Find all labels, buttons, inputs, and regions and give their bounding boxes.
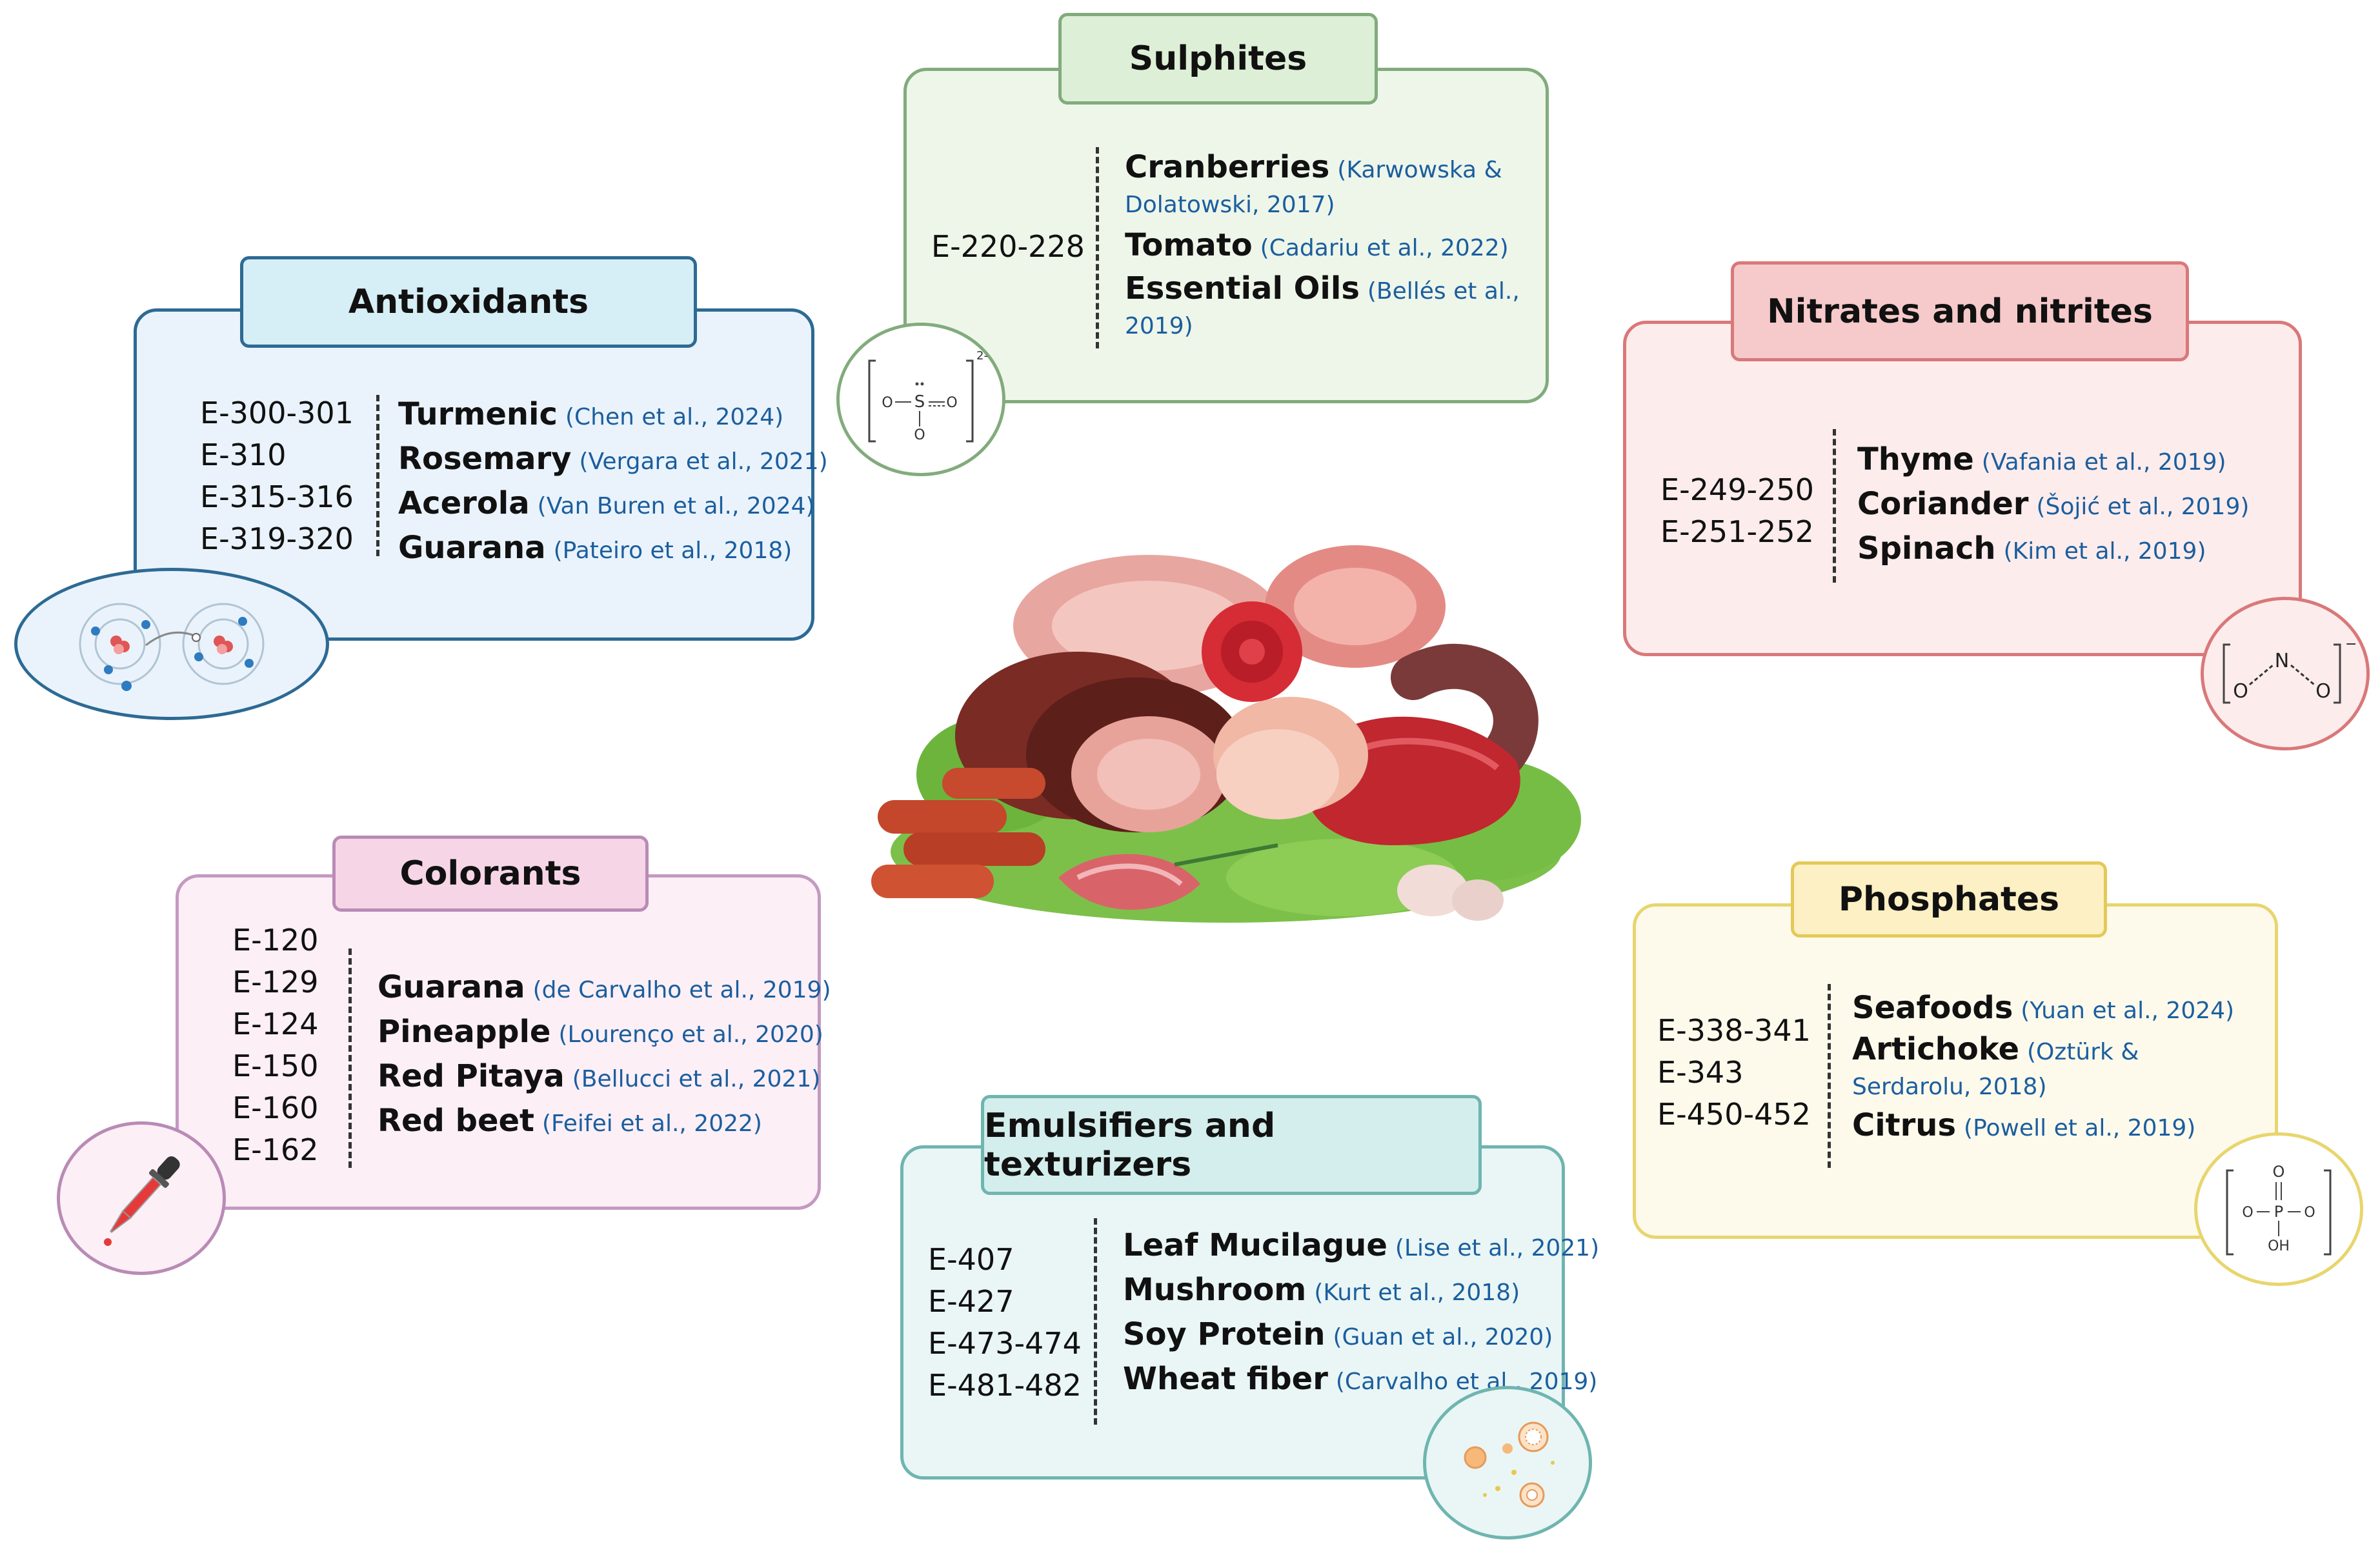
svg-text:O: O [914,427,925,443]
dashed-divider [376,395,379,556]
e-code: E-150 [232,1048,319,1083]
e-code: E-343 [1657,1055,1744,1090]
nitrates-codes: E-249-250 E-251-252 [1660,469,1814,553]
colorants-codes: E-120 E-129 E-124 E-150 E-160 E-162 [232,919,318,1171]
e-code: E-319-320 [200,521,354,556]
e-code: E-249-250 [1660,472,1814,507]
list-item: Mushroom(Kurt et al., 2018) [1123,1272,1520,1308]
dashed-divider [1828,984,1831,1168]
emulsion-droplets-icon [1423,1386,1592,1540]
nitrates-items: Thyme(Vafania et al., 2019) Coriander(Šo… [1857,439,2249,572]
svg-text:O: O [2315,680,2331,703]
e-code: E-427 [928,1284,1014,1319]
svg-text:O: O [882,395,892,411]
colorants-items: Guarana(de Carvalho et al., 2019) Pineap… [378,967,831,1145]
antioxidants-codes: E-300-301 E-310 E-315-316 E-319-320 [200,392,354,560]
sulphites-items: Cranberries(Karwowska & Dolatowski, 2017… [1125,150,1538,344]
list-item: Thyme(Vafania et al., 2019) [1857,441,2226,477]
list-item: Red beet(Feifei et al., 2022) [378,1103,762,1139]
e-code: E-310 [200,437,287,472]
svg-text:O: O [2233,680,2248,703]
sulphites-title: Sulphites [1058,13,1378,105]
svg-text:O: O [2242,1205,2253,1221]
list-item: Pineapple(Lourenço et al., 2020) [378,1014,823,1050]
phosphates-codes: E-338-341 E-343 E-450-452 [1657,1010,1811,1136]
nitrates-title: Nitrates and nitrites [1731,261,2189,361]
e-code: E-473-474 [928,1326,1082,1361]
list-item: Essential Oils(Bellés et al., 2019) [1125,270,1520,339]
list-item: Leaf Mucilague(Lise et al., 2021) [1123,1227,1600,1263]
sulphites-codes: E-220-228 [931,226,1085,268]
colorants-card [176,874,821,1210]
list-item: Guarana(de Carvalho et al., 2019) [378,969,831,1005]
emulsifiers-title: Emulsifiers and texturizers [981,1095,1482,1195]
svg-text:O: O [2304,1205,2315,1221]
meat-products-illustration [865,542,1600,942]
svg-text:N: N [2275,650,2289,672]
nitrite-ion-structure-icon: N O O − [2201,597,2370,750]
e-code: E-251-252 [1660,514,1814,549]
svg-text:P: P [2274,1203,2283,1221]
sulphite-ion-structure-icon: S O O O 2- [836,323,1005,476]
svg-text:−: − [2345,636,2357,652]
list-item: Soy Protein(Guan et al., 2020) [1123,1316,1553,1352]
list-item: Cranberries(Karwowska & Dolatowski, 2017… [1125,149,1502,218]
list-item: Tomato(Cadariu et al., 2022) [1125,227,1509,263]
atom-electron-transfer-icon [14,568,329,720]
e-code: E-481-482 [928,1368,1082,1403]
dashed-divider [1096,147,1099,348]
emulsifiers-items: Leaf Mucilague(Lise et al., 2021) Mushro… [1123,1225,1599,1403]
dropper-icon [57,1121,226,1275]
e-code: E-162 [232,1132,319,1167]
e-code: E-120 [232,923,319,958]
list-item: Acerola(Van Buren et al., 2024) [398,485,815,521]
list-item: Rosemary(Vergara et al., 2021) [398,441,828,477]
list-item: Artichoke(Oztürk & Serdarolu, 2018) [1852,1031,2139,1100]
dashed-divider [1094,1218,1097,1425]
dashed-divider [1833,429,1836,583]
e-code: E-338-341 [1657,1013,1811,1048]
svg-text:O: O [2273,1163,2285,1181]
svg-text:S: S [914,392,925,412]
colorants-title: Colorants [332,836,649,912]
e-code: E-315-316 [200,479,354,514]
emulsifiers-codes: E-407 E-427 E-473-474 E-481-482 [928,1239,1082,1407]
e-code: E-129 [232,965,319,999]
phosphate-ion-structure-icon: O P O O OH [2194,1132,2363,1286]
list-item: Guarana(Pateiro et al., 2018) [398,530,792,566]
e-code: E-124 [232,1007,319,1041]
phosphates-items: Seafoods(Yuan et al., 2024) Artichoke(Oz… [1852,987,2265,1149]
antioxidants-title: Antioxidants [240,256,697,348]
svg-text:O: O [946,395,957,411]
e-code: E-220-228 [931,229,1085,264]
phosphates-title: Phosphates [1791,861,2107,938]
antioxidants-items: Turmenic(Chen et al., 2024) Rosemary(Ver… [398,394,828,572]
list-item: Wheat fiber(Carvalho et al., 2019) [1123,1361,1598,1397]
list-item: Citrus(Powell et al., 2019) [1852,1107,2196,1143]
svg-text:2-: 2- [976,349,988,363]
phosphates-card [1633,903,2278,1239]
e-code: E-407 [928,1242,1014,1277]
sulphites-card [903,68,1549,403]
list-item: Seafoods(Yuan et al., 2024) [1852,990,2235,1026]
dashed-divider [348,948,352,1168]
svg-text:OH: OH [2268,1238,2290,1254]
e-code: E-450-452 [1657,1097,1811,1132]
list-item: Coriander(Šojić et al., 2019) [1857,486,2250,522]
e-code: E-300-301 [200,396,354,430]
e-code: E-160 [232,1090,319,1125]
list-item: Red Pitaya(Bellucci et al., 2021) [378,1058,821,1094]
list-item: Turmenic(Chen et al., 2024) [398,396,784,432]
nitrates-card [1623,321,2302,656]
list-item: Spinach(Kim et al., 2019) [1857,530,2206,567]
